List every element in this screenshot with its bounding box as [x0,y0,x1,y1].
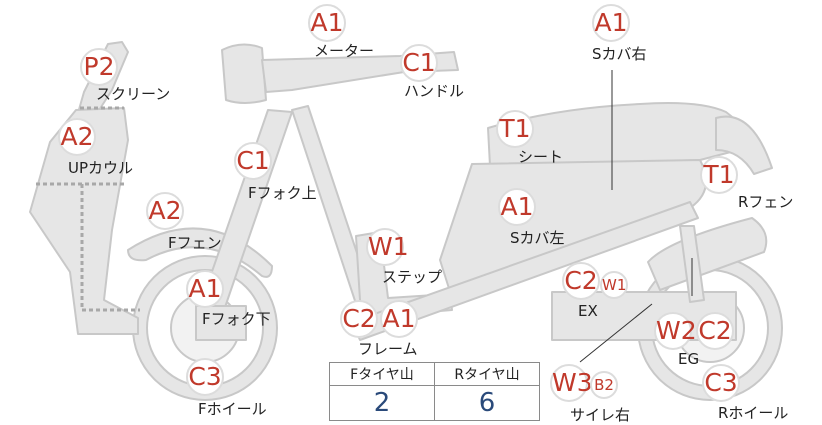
muffler-right-code-badge-2: B2 [590,371,618,399]
muffler-shape [647,217,768,291]
rear-tire-tread-header: Rタイヤ山 [434,362,540,386]
rear-fender-shape [715,115,773,175]
step-label: ステップ [382,268,443,286]
screen-code-badge: P2 [80,48,118,86]
front-fender-label: Fフェン [168,234,222,252]
frame-code-badge-2: A1 [380,300,418,338]
screen-label: スクリーン [96,85,171,103]
exhaust-code-badge: C2 [562,262,600,300]
meter-label: メーター [314,42,375,60]
side-cover-right-code-badge: A1 [592,4,630,42]
meter-code-badge: A1 [308,4,346,42]
front-wheel-label: Fホイール [198,400,267,418]
frame-code-badge: C2 [340,300,378,338]
front-fender-code-badge: A2 [146,192,184,230]
seat-label: シート [518,148,564,166]
engine-code-badge: W2 [654,312,697,350]
frame-label: フレーム [358,340,418,358]
up-cowl-code-badge: A2 [58,118,96,156]
engine-code-badge-2: C2 [696,312,734,350]
rear-wheel-label: Rホイール [718,404,789,422]
meter-shape [221,43,267,104]
handle-code-badge: C1 [400,44,438,82]
muffler-right-code-badge: W3 [550,364,593,402]
rear-fender-label: Rフェン [738,193,794,211]
engine-label: EG [678,350,700,368]
rear-fender-code-badge: T1 [700,156,738,194]
rear-tire-tread-value: 6 [434,385,540,421]
up-cowl-label: UPカウル [68,159,134,177]
front-fork-lower-code-badge: A1 [186,270,224,308]
front-wheel-code-badge: C3 [186,358,224,396]
side-cover-left-code-badge: A1 [498,188,536,226]
front-tire-tread-header: Fタイヤ山 [329,362,435,386]
front-cowl-shape [29,107,139,335]
side-cover-right-label: Sカバ右 [592,45,647,63]
exhaust-label: EX [578,302,598,320]
exhaust-code-badge-2: W1 [600,271,628,299]
seat-code-badge: T1 [496,110,534,148]
front-fork-upper-label: Fフォク上 [248,184,317,202]
rear-wheel-code-badge: C3 [702,364,740,402]
handle-label: ハンドル [404,82,465,100]
muffler-right-label: サイレ右 [570,406,631,424]
front-fork-lower-label: Fフォク下 [202,310,271,328]
front-fork-upper-code-badge: C1 [234,142,272,180]
step-code-badge: W1 [366,228,409,266]
side-cover-left-label: Sカバ左 [510,229,565,247]
tire-tread-table: Fタイヤ山 Rタイヤ山 2 6 [329,362,540,421]
front-tire-tread-value: 2 [329,385,435,421]
